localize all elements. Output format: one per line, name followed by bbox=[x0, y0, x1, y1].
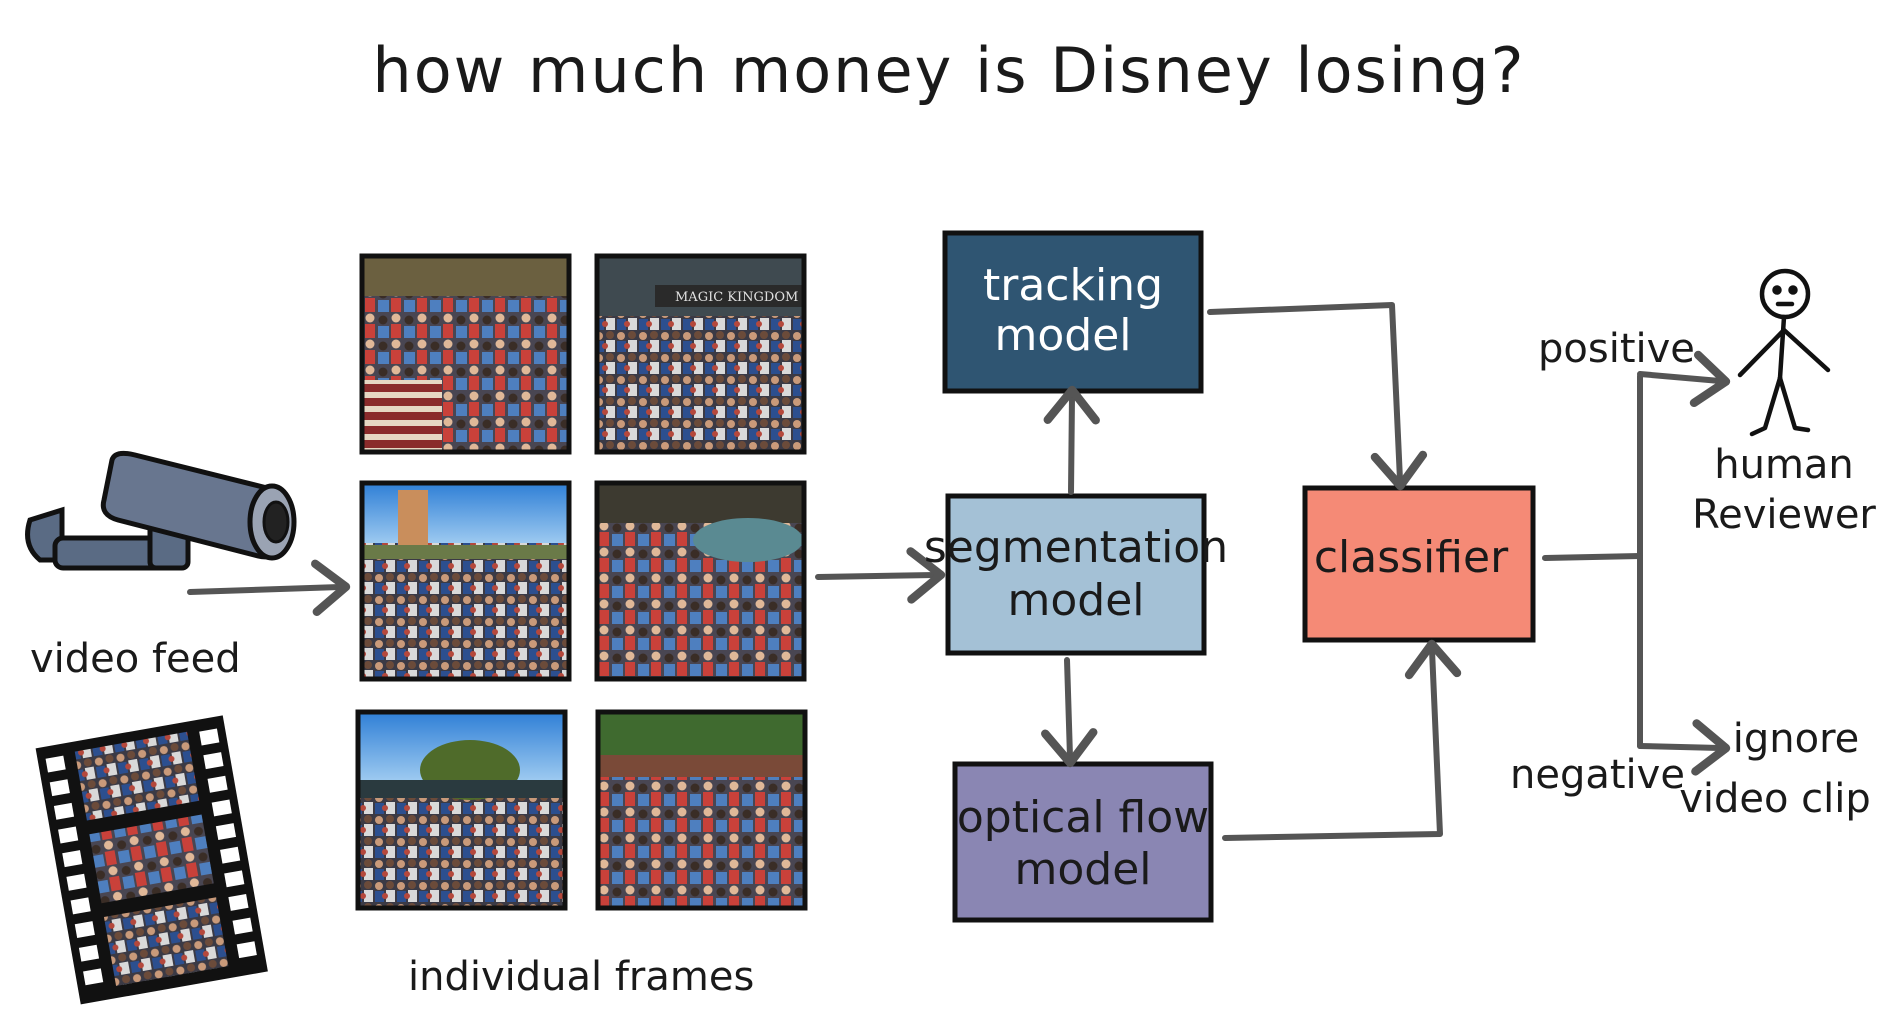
classifier-label: classifier bbox=[1314, 532, 1509, 583]
arrow-segmentation-to-tracking bbox=[1043, 385, 1100, 495]
stick-figure-icon bbox=[1737, 268, 1831, 437]
human-reviewer-line1: human bbox=[1714, 442, 1854, 488]
arrow-negative bbox=[1637, 719, 1731, 776]
frame-5 bbox=[355, 709, 568, 911]
optical-flow-model-line2: model bbox=[1014, 844, 1151, 895]
individual-frames-label: individual frames bbox=[408, 954, 754, 1000]
arrow-optical-flow-to-classifier bbox=[1222, 639, 1462, 841]
positive-label: positive bbox=[1538, 326, 1695, 372]
frame-6 bbox=[595, 709, 808, 911]
security-camera-icon bbox=[25, 450, 297, 571]
arrow-segmentation-to-optical-flow bbox=[1041, 657, 1098, 768]
negative-label: negative bbox=[1510, 752, 1685, 798]
frame-1 bbox=[359, 253, 572, 455]
optical-flow-model-box: optical flow model bbox=[952, 761, 1214, 923]
segmentation-model-box: segmentation model bbox=[924, 493, 1228, 656]
arrow-positive bbox=[1637, 350, 1731, 408]
segmentation-model-line1: segmentation bbox=[924, 522, 1228, 573]
ignore-line1: ignore bbox=[1733, 716, 1860, 762]
arrow-frames-to-segmentation bbox=[815, 547, 946, 604]
frame-3 bbox=[359, 480, 572, 682]
human-reviewer-line2: Reviewer bbox=[1692, 492, 1876, 538]
video-feed-label: video feed bbox=[30, 636, 241, 682]
tracking-model-line1: tracking bbox=[983, 260, 1163, 311]
segmentation-model-line2: model bbox=[1007, 575, 1144, 626]
page-title: how much money is Disney losing? bbox=[372, 34, 1525, 107]
tracking-model-box: tracking model bbox=[942, 230, 1204, 394]
frame-2: MAGIC KINGDOM bbox=[594, 253, 807, 455]
classifier-output-line bbox=[1542, 553, 1643, 561]
magic-kingdom-sign: MAGIC KINGDOM bbox=[675, 290, 798, 305]
frame-4 bbox=[594, 480, 807, 682]
tracking-model-line2: model bbox=[994, 310, 1131, 361]
arrow-tracking-to-classifier bbox=[1207, 302, 1428, 491]
film-strip-icon bbox=[35, 715, 268, 1005]
arrow-feed-to-frames bbox=[187, 559, 351, 616]
classifier-box: classifier bbox=[1302, 485, 1536, 643]
ignore-line2: video clip bbox=[1679, 776, 1871, 822]
optical-flow-model-line1: optical flow bbox=[957, 792, 1209, 843]
